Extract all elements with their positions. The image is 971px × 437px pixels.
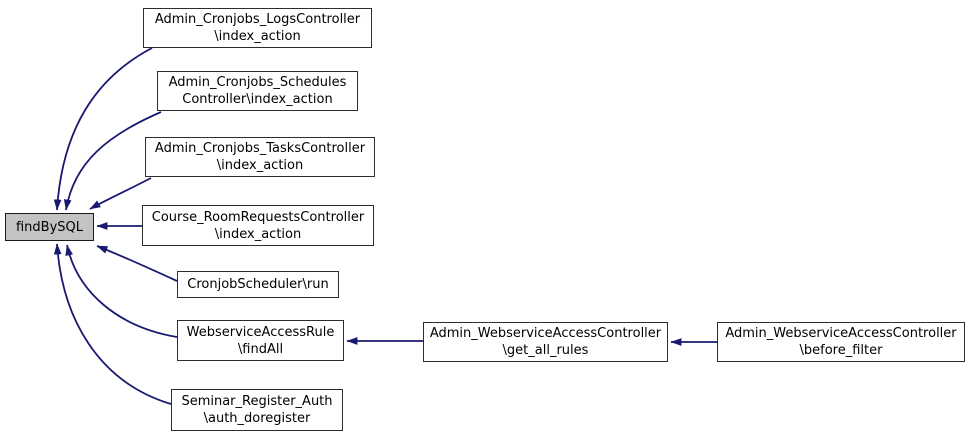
node-admin-cronjobs-schedulescontroller-index-action[interactable]: Admin_Cronjobs_Schedules Controller\inde…: [157, 71, 358, 111]
node-admin-webserviceaccesscontroller-before-filter[interactable]: Admin_WebserviceAccessController \before…: [717, 322, 965, 362]
node-findbysql: findBySQL: [5, 213, 94, 241]
node-label-line1: Admin_Cronjobs_Schedules: [168, 75, 347, 90]
node-label: findBySQL: [15, 219, 84, 235]
node-label-line2: \index_action: [214, 29, 301, 44]
node-webserviceaccessrule-findall[interactable]: WebserviceAccessRule \findAll: [177, 320, 344, 361]
node-label-line1: Course_RoomRequestsController: [151, 209, 365, 225]
node-label-line2: \before_filter: [799, 343, 883, 358]
node-label-line2: \findAll: [237, 341, 284, 357]
node-admin-cronjobs-taskscontroller-index-action[interactable]: Admin_Cronjobs_TasksController \index_ac…: [145, 137, 375, 177]
node-admin-webserviceaccesscontroller-get-all-rules[interactable]: Admin_WebserviceAccessController \get_al…: [423, 322, 668, 362]
node-seminar-register-auth-auth-doregister[interactable]: Seminar_Register_Auth \auth_doregister: [171, 389, 343, 431]
node-label-line2: \get_all_rules: [502, 343, 589, 358]
node-label-line1: Admin_WebserviceAccessController: [429, 326, 662, 341]
node-label-line1: Seminar_Register_Auth: [181, 394, 333, 409]
node-course-roomrequestscontroller-index-action[interactable]: Course_RoomRequestsController \index_act…: [142, 205, 374, 246]
node-label-line2: Controller\index_action: [182, 92, 333, 107]
edge-webserviceaccessrule-to-findbysql: [65, 244, 178, 338]
node-admin-cronjobs-logscontroller-index-action[interactable]: Admin_Cronjobs_LogsController \index_act…: [143, 8, 372, 48]
node-label-line2: \auth_doregister: [203, 411, 311, 426]
edge-schedules-to-findbysql: [63, 111, 162, 211]
edge-cronjobscheduler-to-findbysql: [96, 245, 178, 282]
node-label-line1: Admin_WebserviceAccessController: [725, 326, 957, 341]
edge-logs-to-findbysql: [53, 47, 153, 211]
node-label-line1: Admin_Cronjobs_LogsController: [154, 12, 361, 27]
node-label-line1: Admin_Cronjobs_TasksController: [154, 141, 366, 156]
node-label-line2: \index_action: [216, 158, 304, 173]
node-label-line2: \index_action: [214, 226, 302, 242]
node-label-line1: WebserviceAccessRule: [186, 324, 335, 340]
node-label: CronjobScheduler\run: [187, 277, 329, 292]
edge-tasks-to-findbysql: [89, 177, 152, 210]
edge-seminarregisterauth-to-findbysql: [53, 243, 172, 405]
node-cronjobscheduler-run[interactable]: CronjobScheduler\run: [177, 271, 339, 298]
